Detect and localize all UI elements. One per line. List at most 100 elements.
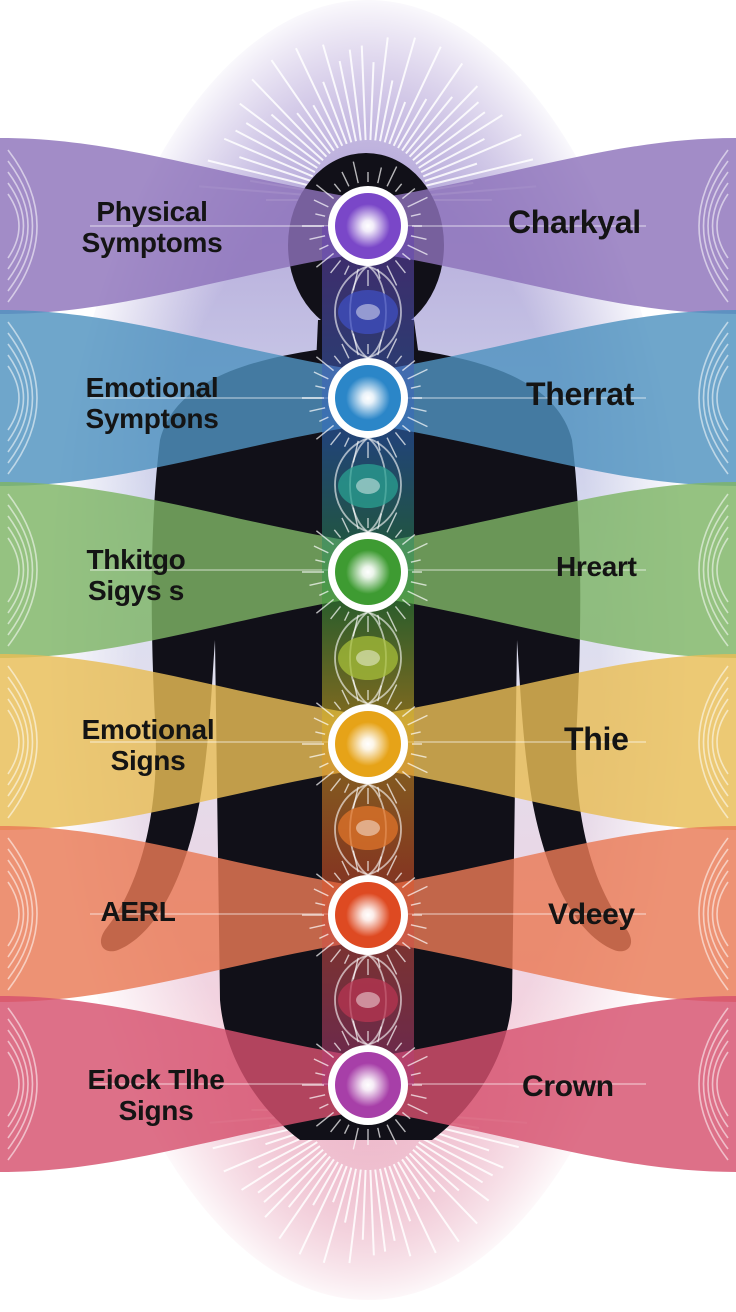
band-ripple	[7, 859, 29, 969]
orb-core	[346, 204, 390, 248]
sunburst-ray	[418, 1141, 484, 1184]
sunburst-ray	[348, 1169, 362, 1264]
minor-chakra-glow	[338, 636, 398, 680]
minor-chakra-glow	[338, 464, 398, 508]
band-1-left-line-1: Emotional	[85, 372, 219, 403]
band-3-left-line-1: Emotional	[81, 714, 215, 745]
orb-ray	[343, 611, 350, 621]
orb-ray	[315, 873, 335, 889]
sunburst-ray	[241, 1141, 318, 1191]
orb-ray	[401, 534, 416, 546]
sunburst-ray	[379, 80, 394, 142]
chakra-band-yellow	[0, 654, 736, 830]
sunburst-ray	[287, 1155, 331, 1208]
sunburst-ray	[263, 1149, 324, 1203]
orb-ray	[401, 1047, 416, 1059]
band-3-right-label: Thie	[564, 721, 629, 757]
band-ripple	[7, 160, 34, 292]
orb-ray	[394, 355, 403, 365]
band-3-left-label: Emotional Signs	[58, 714, 238, 777]
orb-ray	[407, 762, 428, 774]
orb-ray	[386, 1025, 398, 1046]
band-right-wing	[368, 482, 736, 658]
band-left-wing	[0, 310, 368, 486]
band-5-left-label: Eiock Tlhe Signs	[66, 1064, 246, 1127]
orb-ray	[377, 268, 381, 279]
band-ripple	[716, 881, 729, 947]
band-ripple	[698, 493, 729, 647]
band-ripple	[702, 160, 729, 292]
orb-ray	[309, 1094, 326, 1100]
orb-ray	[315, 1072, 326, 1076]
orb-ray	[386, 437, 398, 458]
sunburst-ray	[379, 1168, 396, 1241]
orb-ray	[377, 167, 383, 184]
chakra-band-green	[0, 482, 736, 658]
orb-ray	[330, 431, 342, 446]
orb-ray	[377, 614, 381, 625]
orb-ray	[386, 338, 398, 359]
minor-chakra-glow	[338, 806, 398, 850]
orb-ray	[352, 786, 359, 809]
sunburst-ray	[361, 1169, 367, 1240]
sunburst-ray	[312, 1161, 339, 1206]
chakra-orb-green	[302, 507, 428, 637]
band-ripple	[7, 182, 25, 270]
sunburst-ray	[397, 1161, 421, 1200]
sunburst-ray	[383, 37, 416, 143]
orb-ray	[377, 513, 383, 530]
band-2-right-label: Hreart	[556, 551, 637, 582]
band-2-left-line-1: Thkitgo	[86, 544, 186, 575]
orb-ray	[315, 559, 326, 563]
band-right-wing	[368, 138, 736, 314]
orb-ray	[410, 1094, 427, 1100]
chakra-orb-yellow	[302, 679, 428, 809]
sunburst-ray	[374, 1169, 387, 1252]
sunburst-ray	[239, 102, 321, 165]
sunburst-ray	[264, 1152, 328, 1218]
band-ripple	[7, 1018, 34, 1150]
orb-ray	[394, 1118, 406, 1133]
orb-ray	[386, 611, 398, 632]
orb-ray	[401, 877, 416, 889]
orb-ray	[352, 1020, 359, 1043]
orb-ray	[394, 183, 403, 193]
orb-ray	[407, 1103, 428, 1115]
band-ripple	[702, 848, 729, 980]
chakra-orbs	[302, 161, 428, 1150]
sunburst-ray	[312, 104, 339, 149]
orb-ray	[407, 542, 428, 554]
orb-ray	[401, 252, 411, 261]
band-ripple	[716, 709, 729, 775]
sunburst-ray	[388, 101, 407, 145]
sunburst-ray	[344, 1168, 357, 1223]
band-left-wing	[0, 654, 368, 830]
band-4-left-label: AERL	[48, 896, 228, 927]
orb-ray	[401, 360, 416, 372]
sunburst-ray	[420, 1136, 494, 1177]
band-ripple	[7, 848, 34, 980]
orb-ray	[410, 902, 421, 906]
sunburst-ray	[296, 112, 331, 155]
orb-ray	[410, 581, 427, 587]
band-ripple	[716, 193, 729, 259]
orb-ray	[377, 957, 381, 968]
orb-ray	[352, 679, 359, 702]
orb-ray	[394, 529, 403, 539]
band-0-left-line-1: Physical	[96, 196, 208, 227]
orb-ray	[407, 1055, 428, 1067]
minor-chakra-core	[356, 650, 380, 666]
band-ripple	[711, 698, 729, 786]
orb-ray	[330, 948, 342, 963]
orb-ray	[377, 685, 383, 702]
orb-ray	[352, 614, 359, 637]
band-ripple	[7, 881, 20, 947]
orb-ray	[407, 416, 428, 428]
band-ripple	[707, 343, 729, 453]
minor-chakra-glow	[338, 290, 398, 334]
orb-ray	[333, 872, 342, 882]
orb-ray	[407, 368, 428, 380]
orb-ray	[315, 941, 335, 957]
orb-ray	[352, 268, 359, 291]
orb-core	[346, 893, 390, 937]
